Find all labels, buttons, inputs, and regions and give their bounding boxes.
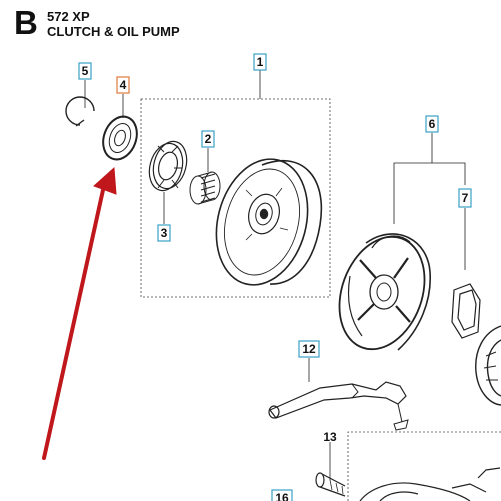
callout-12[interactable]: 12	[298, 340, 320, 358]
callout-16-label: 16	[275, 491, 289, 501]
clutch-drum-group-box	[140, 98, 331, 298]
rim-sprocket-part	[148, 140, 188, 192]
lever-part	[268, 381, 409, 431]
oil-pump-group-box	[347, 431, 501, 501]
callout-3[interactable]: 3	[157, 224, 171, 242]
callout-13[interactable]: 13	[323, 430, 337, 444]
diagram-title: CLUTCH & OIL PUMP	[47, 24, 180, 39]
callout-16[interactable]: 16	[271, 489, 293, 501]
screw-part	[315, 472, 346, 497]
model-label: 572 XP	[47, 9, 90, 24]
callout-6-label: 6	[429, 117, 436, 131]
callout-12-label: 12	[302, 342, 316, 356]
callout-5-label: 5	[82, 64, 89, 78]
highlight-arrow	[42, 166, 117, 460]
callout-5[interactable]: 5	[78, 62, 92, 80]
callout-3-label: 3	[161, 226, 168, 240]
callout-2[interactable]: 2	[201, 130, 215, 148]
callout-4[interactable]: 4	[116, 76, 130, 94]
callout-13-label: 13	[323, 430, 337, 444]
oil-pump-housing-part	[359, 467, 501, 501]
clutch-drum-part	[215, 158, 323, 286]
oil-pump-gear-part	[475, 325, 501, 406]
leader-lines	[84, 70, 466, 480]
callout-2-label: 2	[205, 132, 212, 146]
callout-1[interactable]: 1	[253, 53, 267, 71]
clutch-assembly-part	[338, 233, 431, 351]
callout-7[interactable]: 7	[458, 188, 472, 208]
washer-part	[102, 115, 138, 161]
needle-bearing-part	[189, 171, 221, 205]
clutch-spring-part	[451, 283, 481, 339]
callout-4-label: 4	[120, 78, 127, 92]
callout-7-label: 7	[462, 191, 469, 205]
callout-1-label: 1	[257, 55, 264, 69]
section-letter: B	[14, 4, 38, 41]
callout-6[interactable]: 6	[425, 115, 439, 133]
circlip-part	[65, 96, 95, 127]
